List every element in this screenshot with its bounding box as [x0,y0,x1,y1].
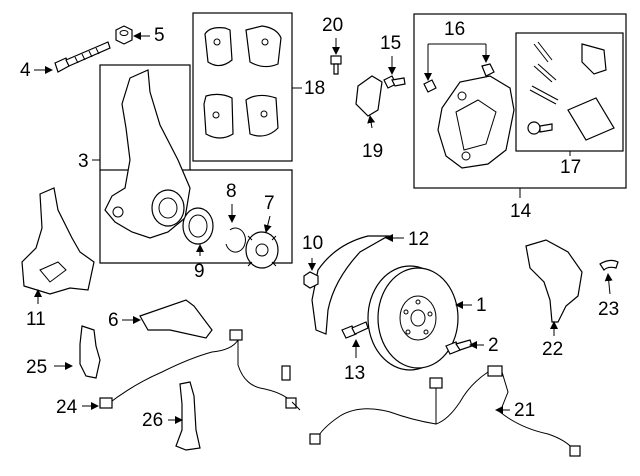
leader-19 [367,115,376,129]
callout-16: 16 [444,19,466,40]
clip-part-19 [355,75,383,117]
bracket-part-6 [139,299,213,339]
callout-23: 23 [598,299,620,320]
brake-pad-group-box [192,12,293,162]
sensor-wire-part-24 [99,329,301,411]
callout-20: 20 [322,15,344,36]
hub-group-box [99,169,293,264]
callout-18: 18 [304,78,326,99]
bracket-part-26 [175,381,201,451]
clip-part-23 [599,259,619,271]
callout-14: 14 [510,201,532,222]
dust-shield-part-12 [311,235,391,335]
bolt-part-2 [445,339,473,355]
leader-23 [604,273,613,295]
sensor-wire-part-21 [309,365,581,457]
callout-10: 10 [302,233,324,254]
callout-15: 15 [380,33,402,54]
hub-part-7 [245,231,279,269]
bolt-part-20 [330,55,342,75]
bracket-part-25 [79,325,101,379]
callout-8: 8 [226,181,237,202]
callout-1: 1 [476,295,487,316]
nut-part-5 [115,25,133,45]
leader-7 [263,215,272,233]
callout-3: 3 [78,151,89,172]
nut-part-10 [303,271,319,289]
bolt-part-4 [54,41,111,73]
callout-6: 6 [108,310,119,331]
dust-shield-part-22 [525,239,583,323]
callout-7: 7 [264,193,275,214]
brake-pads-part-18 [203,25,282,139]
callout-22: 22 [542,339,564,360]
callout-21: 21 [514,400,536,421]
callout-11: 11 [26,309,46,330]
bearing-part-9 [182,207,214,245]
callout-5: 5 [154,25,165,46]
bleeder-part-16 [423,63,495,93]
callout-17: 17 [560,157,582,178]
callout-26: 26 [142,410,164,431]
snap-ring-part-8 [225,227,246,253]
bolt-part-15 [383,75,406,89]
callout-9: 9 [194,261,205,282]
callout-12: 12 [408,229,430,250]
rotor-part-1 [367,265,459,371]
bolt-part-13 [341,321,369,339]
hardware-kit-part-17 [527,41,615,141]
knuckle-part-3 [104,69,191,239]
callout-19: 19 [362,141,384,162]
callout-13: 13 [344,363,366,384]
callout-24: 24 [56,397,78,418]
leader-lines [34,32,613,424]
callout-25: 25 [26,357,48,378]
splash-shield-part-11 [21,187,95,295]
caliper-part-14 [437,75,515,169]
callout-2: 2 [488,335,499,356]
callout-4: 4 [20,60,31,81]
